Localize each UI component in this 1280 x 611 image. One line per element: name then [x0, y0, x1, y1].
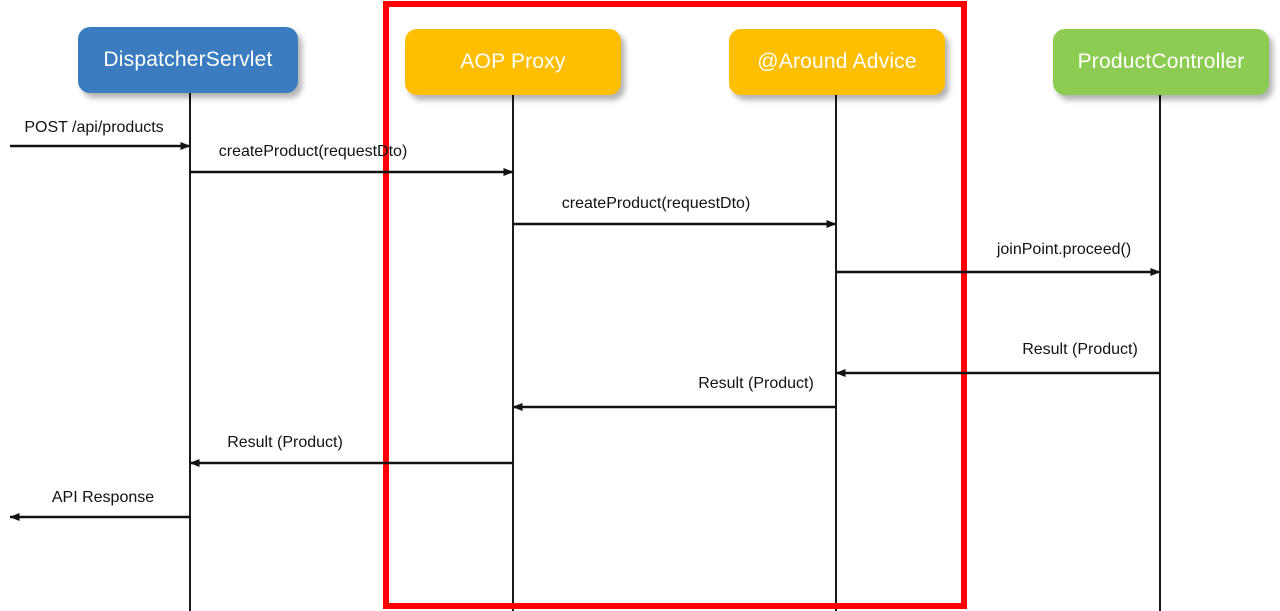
message-label-api-response: API Response — [51, 489, 155, 506]
lifelines-group — [189, 93, 1161, 611]
message-label-result-proxy-to-dispatcher: Result (Product) — [227, 434, 343, 451]
message-label-joinpoint-proceed: joinPoint.proceed() — [996, 241, 1132, 258]
participant-label-aop-proxy: AOP Proxy — [460, 50, 566, 73]
message-arrows-group — [9, 142, 1161, 521]
participant-label-dispatcher-servlet: DispatcherServlet — [103, 48, 273, 71]
message-label-create-product-dispatcher-to-proxy: createProduct(requestDto) — [218, 143, 408, 160]
aop-boundary-highlight — [383, 1, 967, 609]
message-label-post-api-products: POST /api/products — [24, 119, 164, 136]
participant-label-product-controller: ProductController — [1077, 50, 1245, 73]
participant-label-around-advice: @Around Advice — [757, 50, 917, 73]
aop-boundary-rect — [383, 1, 967, 609]
participant-box-product-controller[interactable]: ProductController — [1053, 29, 1269, 95]
participant-box-dispatcher-servlet[interactable]: DispatcherServlet — [78, 27, 298, 93]
message-label-result-advice-to-proxy: Result (Product) — [698, 375, 814, 392]
message-label-result-controller-to-advice: Result (Product) — [1022, 341, 1138, 358]
participant-box-around-advice[interactable]: @Around Advice — [729, 29, 945, 95]
participant-box-aop-proxy[interactable]: AOP Proxy — [405, 29, 621, 95]
message-label-create-product-proxy-to-advice: createProduct(requestDto) — [561, 195, 751, 212]
